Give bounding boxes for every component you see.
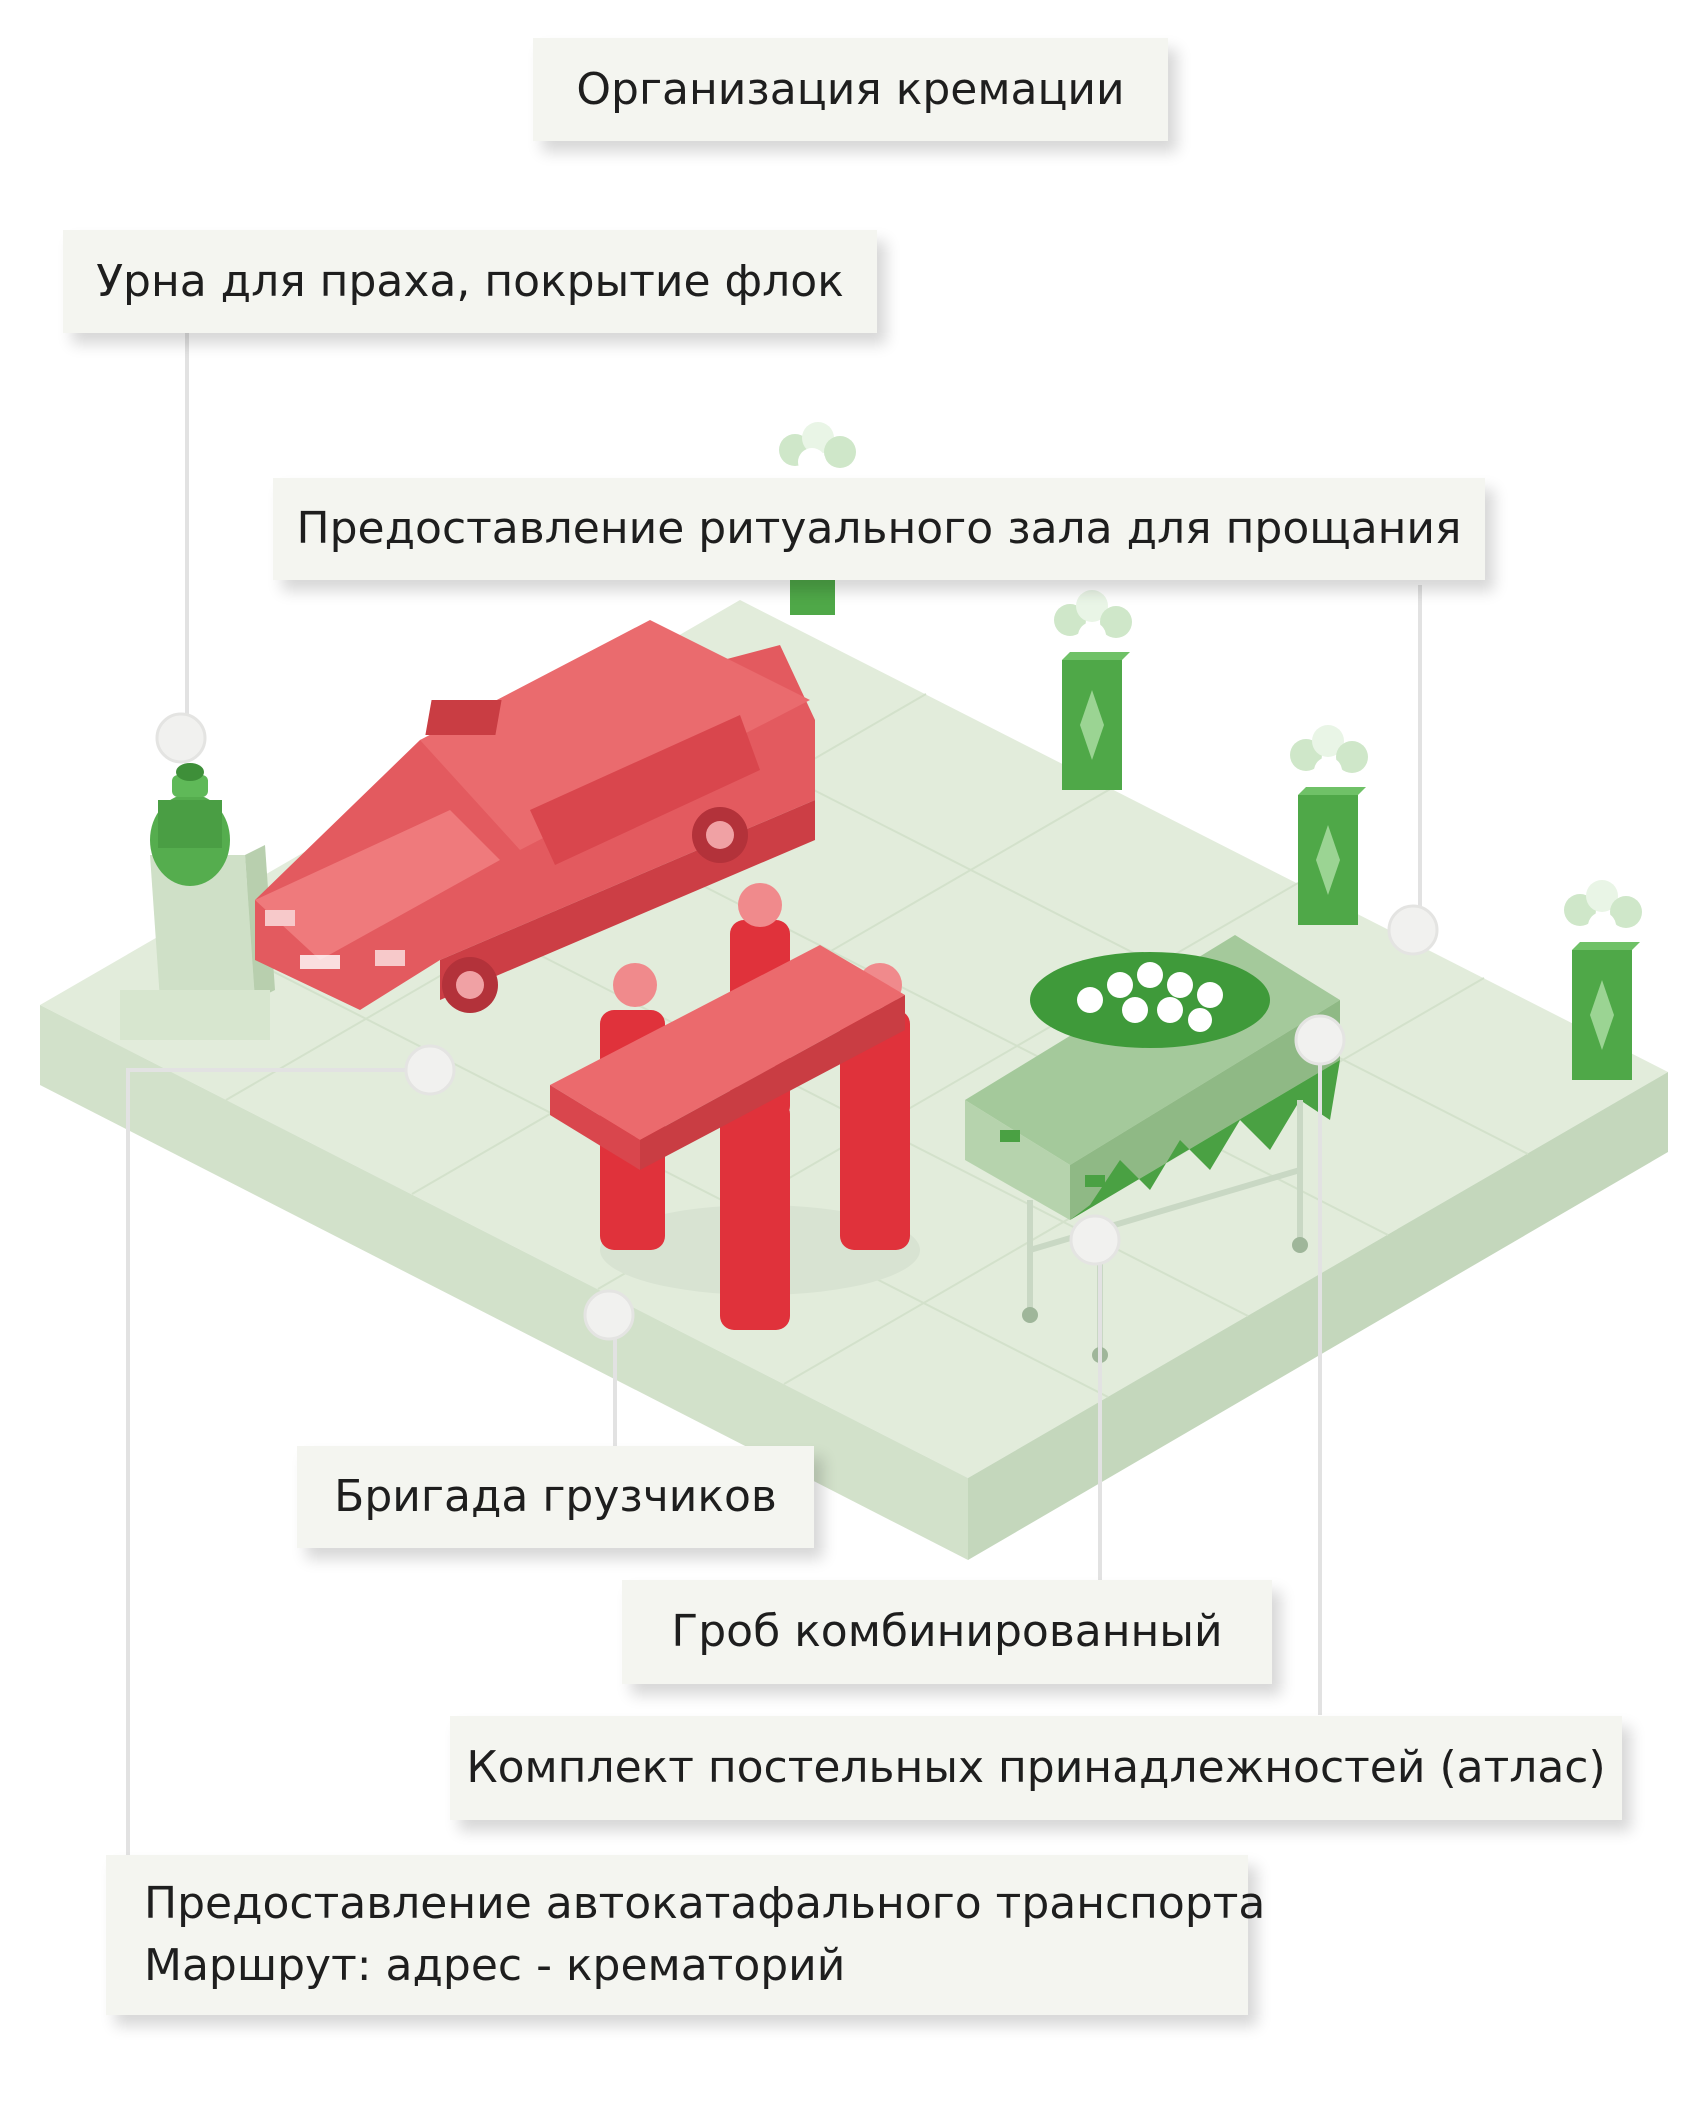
label-transport-line1: Предоставление автокатафального транспор… bbox=[144, 1878, 1266, 1929]
label-transport-line2: Маршрут: адрес - крематорий bbox=[144, 1940, 846, 1991]
callout-dots bbox=[155, 712, 1439, 1341]
label-crew: Бригада грузчиков bbox=[297, 1446, 814, 1548]
callout-dot-transport bbox=[404, 1044, 456, 1096]
green-coffin-trolley bbox=[965, 935, 1340, 1363]
callout-dot-bedding bbox=[1294, 1014, 1346, 1066]
label-hall: Предоставление ритуального зала для прощ… bbox=[273, 478, 1485, 580]
label-bedding: Комплект постельных принадлежностей (атл… bbox=[450, 1716, 1622, 1820]
pallbearers-group bbox=[550, 883, 920, 1330]
label-urn: Урна для праха, покрытие флок bbox=[63, 230, 877, 333]
label-coffin: Гроб комбинированный bbox=[622, 1580, 1272, 1684]
callout-dot-coffin bbox=[1069, 1214, 1121, 1266]
callout-dot-crew bbox=[583, 1289, 635, 1341]
leader-lines bbox=[126, 325, 1422, 1855]
callout-dot-hall bbox=[1387, 904, 1439, 956]
callout-dot-urn bbox=[155, 712, 207, 764]
label-transport: Предоставление автокатафального транспор… bbox=[106, 1855, 1265, 2015]
flower-arrangement bbox=[1030, 952, 1270, 1048]
flower-pedestals bbox=[779, 422, 1642, 1080]
page-title: Организация кремации bbox=[533, 38, 1168, 141]
hearse-car bbox=[255, 620, 815, 1013]
urn-pedestal bbox=[120, 763, 275, 1040]
